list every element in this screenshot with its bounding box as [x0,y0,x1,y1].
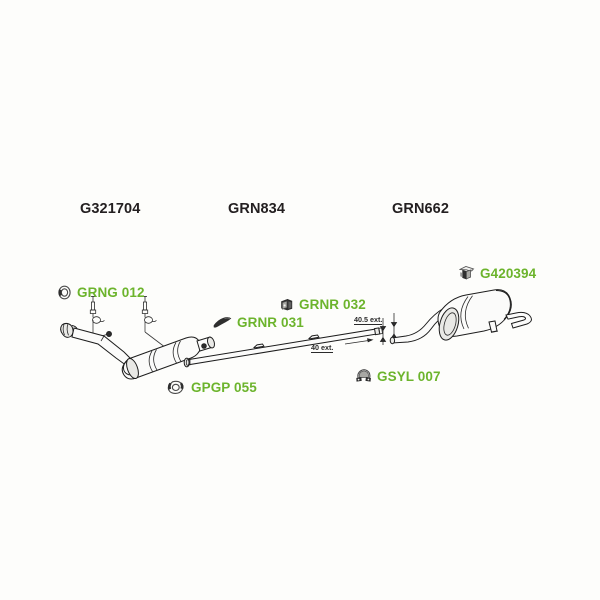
gasket-ring-icon [57,285,72,300]
part-label-grnr-032[interactable]: GRNR 032 [279,297,366,312]
dimension-markers [344,313,398,345]
part-label-grnr-031[interactable]: GRNR 031 [213,315,304,330]
rear-silencer-assembly [389,289,532,345]
lambda-sensor-group-front [89,296,112,340]
part-label-text: G420394 [480,265,537,281]
part-label-text: GPGP 055 [191,380,257,395]
dimension-rear-inlet-diameter: 40.5 ext. [354,315,383,325]
rubber-mount-icon [279,297,294,312]
catalytic-converter-assembly [60,322,216,380]
dimension-pipe-outlet-diameter: 40 ext. [311,343,334,353]
part-label-gsyl-007[interactable]: GSYL 007 [355,368,441,384]
part-label-g420394[interactable]: G420394 [458,265,536,281]
exhaust-clamp-icon [355,368,372,384]
part-label-text: GRNG 012 [77,285,145,300]
flange-gasket-icon [167,380,186,395]
section-title-catalytic-converter: G321704 [80,201,141,217]
part-label-text: GSYL 007 [377,368,441,384]
part-label-text: GRNR 032 [299,297,366,312]
section-title-rear-silencer: GRN662 [392,201,450,217]
rubber-hanger-icon [213,316,232,329]
centre-pipe-assembly [183,327,383,368]
part-label-text: GRNR 031 [237,315,304,330]
section-title-centre-pipe: GRN834 [228,201,286,217]
part-label-grng-012[interactable]: GRNG 012 [57,285,145,300]
mounting-bracket-icon [458,265,475,281]
part-label-gpgp-055[interactable]: GPGP 055 [167,380,257,395]
